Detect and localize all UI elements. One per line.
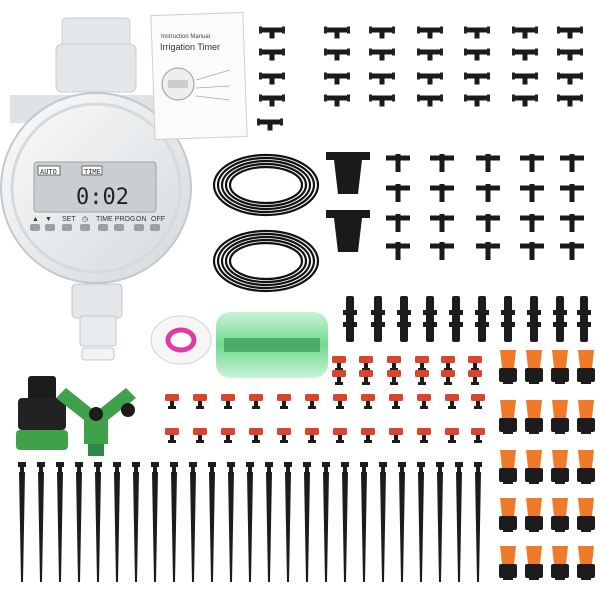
- hose-adapter: [16, 376, 68, 450]
- cross-connectors: [386, 154, 584, 260]
- tee-connectors: [257, 26, 583, 131]
- manual-subtitle: Instruction Manual: [161, 34, 210, 40]
- ground-stakes: [18, 462, 482, 582]
- teflon-tape: [150, 315, 212, 365]
- timer-buttons: [30, 224, 160, 231]
- button-label-off: OFF: [151, 216, 165, 223]
- button-label-time-prog: TIME PROG: [96, 216, 135, 223]
- y-splitter: [56, 388, 136, 456]
- green-coupling: [216, 312, 328, 378]
- manual-title: Irrigation Timer: [160, 42, 220, 52]
- lcd-screen: [33, 161, 157, 213]
- tubing-coils: [212, 153, 320, 293]
- sprinkler-heads: [499, 350, 595, 580]
- instruction-manual: Instruction Manual Irrigation Timer: [150, 11, 248, 141]
- clock-icon: ◷: [82, 216, 88, 223]
- timer-button-labels: ▲ ▼ SET ◷ TIME PROG ON OFF: [32, 216, 165, 223]
- button-label-set: SET: [62, 216, 76, 223]
- irrigation-timer: AUTO TIME 0:02 ▲ ▼ SET ◷ TIME PROG ON OF…: [0, 17, 192, 361]
- lcd-mode-auto: AUTO: [40, 168, 57, 176]
- lcd-time: 0:02: [76, 185, 129, 210]
- straight-connectors: [343, 296, 591, 342]
- button-label-up: ▲: [32, 216, 39, 223]
- button-label-down: ▼: [45, 216, 52, 223]
- button-label-on: ON: [136, 216, 147, 223]
- lcd-mode-time: TIME: [84, 168, 101, 176]
- end-caps: [326, 152, 370, 252]
